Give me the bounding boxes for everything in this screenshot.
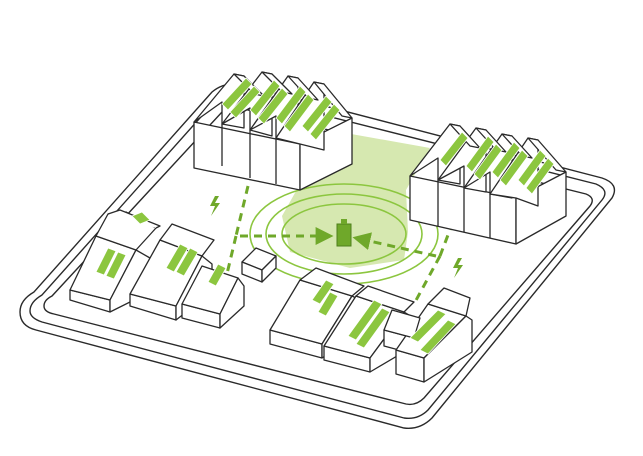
- flow-line-right-up: [438, 213, 458, 257]
- flow-line-top: [234, 185, 250, 237]
- lightning-bolt-icon: [210, 196, 220, 216]
- solar-panels-top-right: [439, 131, 555, 195]
- solar-panels-top-left: [221, 77, 341, 141]
- solar-panels-houses-right: [311, 279, 457, 355]
- battery-icon: [336, 219, 352, 247]
- ground-outline-middle: [29, 92, 606, 420]
- lightning-bolt-icon: [453, 258, 463, 278]
- solar-panels-houses-left: [95, 211, 227, 287]
- energy-flow: [224, 185, 458, 305]
- flow-line-left-down: [224, 235, 238, 279]
- flow-line-right-down: [412, 255, 442, 305]
- ground-outline-inner: [43, 106, 593, 406]
- ground-outline-outer: [19, 82, 616, 429]
- ground-plate: [19, 82, 616, 429]
- signal-ring: [265, 193, 423, 275]
- signal-ring: [281, 203, 407, 265]
